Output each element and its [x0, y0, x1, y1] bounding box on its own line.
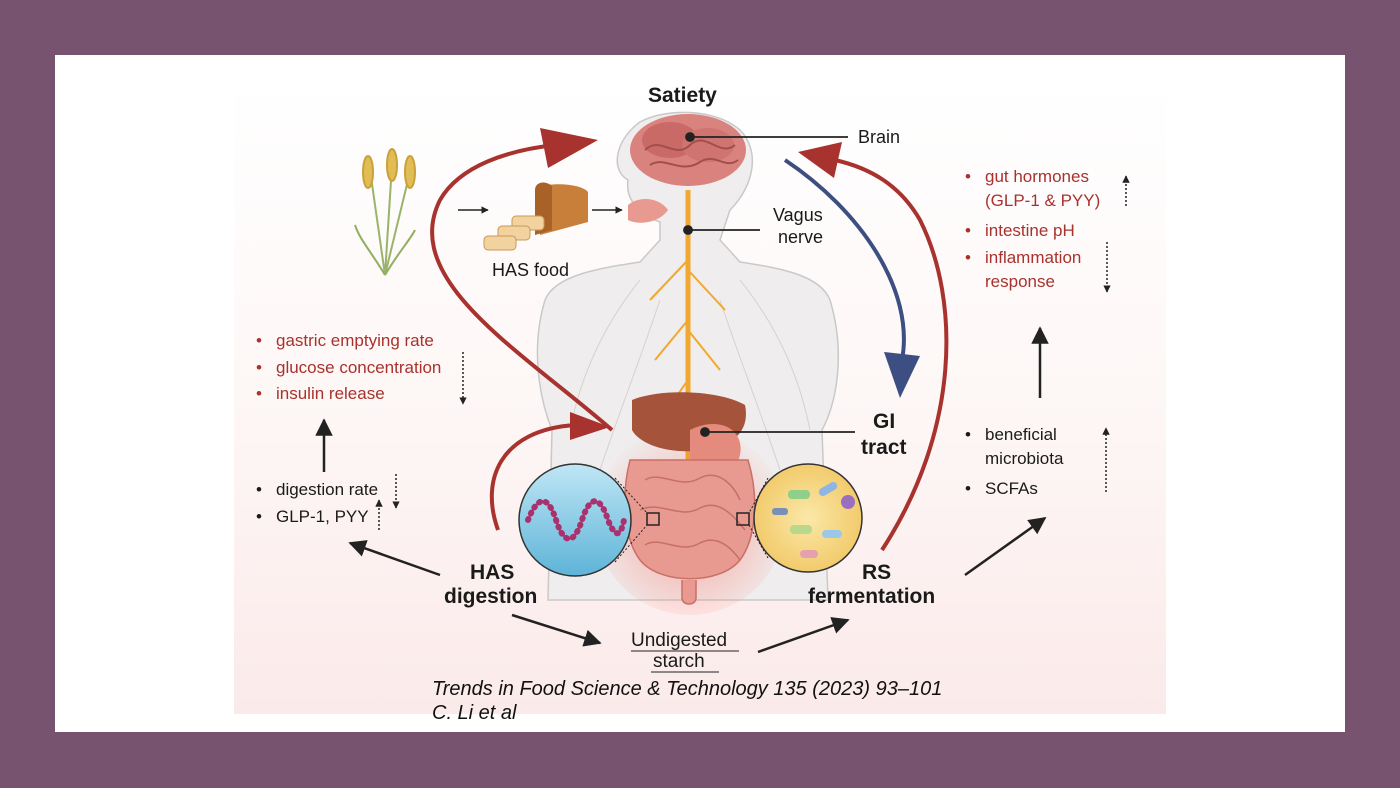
leader-lines — [683, 132, 855, 437]
starch-zoom-circle — [518, 463, 660, 577]
list-item: intestine pH — [963, 218, 1081, 245]
digestion-to-gi-arrow — [489, 423, 576, 531]
list-item: gastric emptying rate — [254, 328, 441, 355]
has-food-to-brain-arrow — [430, 143, 614, 432]
left-digestion-list: digestion rate GLP-1, PYY — [254, 477, 378, 530]
fermentation-to-brain-arrow — [834, 158, 949, 552]
gi-label-line2: tract — [861, 436, 907, 459]
has-food-label: HAS food — [492, 260, 570, 280]
brain-to-gi-arrowhead — [884, 352, 920, 398]
digestion-to-gi-arrowhead — [570, 412, 610, 440]
list-item: digestion rate — [254, 477, 378, 504]
microbiota-zoom-circle — [736, 463, 863, 573]
brain-to-gi-arrow — [783, 158, 906, 361]
vagus-label-line1: Vagus — [773, 205, 823, 225]
right-microbiota-continuation: microbiota — [985, 449, 1064, 468]
right-effects-continuation-2: response — [985, 272, 1055, 291]
list-item: beneficial — [963, 422, 1057, 449]
list-item: gut hormones — [963, 164, 1089, 191]
right-effects-list-2: intestine pH inflammation — [963, 218, 1081, 271]
right-effects-list: gut hormones — [963, 164, 1089, 191]
has-food-to-brain-arrowhead — [540, 128, 598, 168]
brain-icon — [630, 114, 746, 186]
left-effects-list: gastric emptying rate glucose concentrat… — [254, 328, 441, 408]
list-item: insulin release — [254, 381, 441, 408]
flow-arrows — [315, 326, 1049, 654]
list-item: inflammation — [963, 245, 1081, 272]
right-microbiota-list-2: SCFAs — [963, 476, 1038, 503]
rs-fermentation-label-line1: RS — [862, 561, 892, 584]
gi-label-line1: GI — [873, 410, 896, 433]
rs-fermentation-label-line2: fermentation — [808, 585, 936, 608]
citation-line1: Trends in Food Science & Technology 135 … — [432, 678, 943, 700]
list-item: GLP-1, PYY — [254, 504, 378, 531]
nerve-lines — [569, 279, 811, 471]
mouth-icon — [628, 198, 668, 223]
bread-icon — [483, 182, 588, 251]
undigested-label-line1: Undigested — [631, 630, 728, 651]
trend-arrows — [375, 175, 1130, 530]
citation-line2: C. Li et al — [432, 702, 517, 724]
has-digestion-label-line1: HAS — [470, 561, 515, 584]
list-item: glucose concentration — [254, 355, 441, 382]
fermentation-to-brain-arrowhead — [798, 142, 842, 178]
right-effects-continuation: (GLP-1 & PYY) — [985, 191, 1101, 210]
wheat-icon — [354, 148, 416, 276]
has-digestion-label-line2: digestion — [444, 585, 538, 608]
right-microbiota-list: beneficial — [963, 422, 1057, 449]
list-item: SCFAs — [963, 476, 1038, 503]
intestine-icon — [624, 459, 756, 605]
brain-label: Brain — [858, 127, 901, 147]
undigested-label-line2: starch — [653, 651, 705, 672]
satiety-title: Satiety — [648, 84, 717, 107]
vagus-label-line2: nerve — [778, 227, 824, 247]
